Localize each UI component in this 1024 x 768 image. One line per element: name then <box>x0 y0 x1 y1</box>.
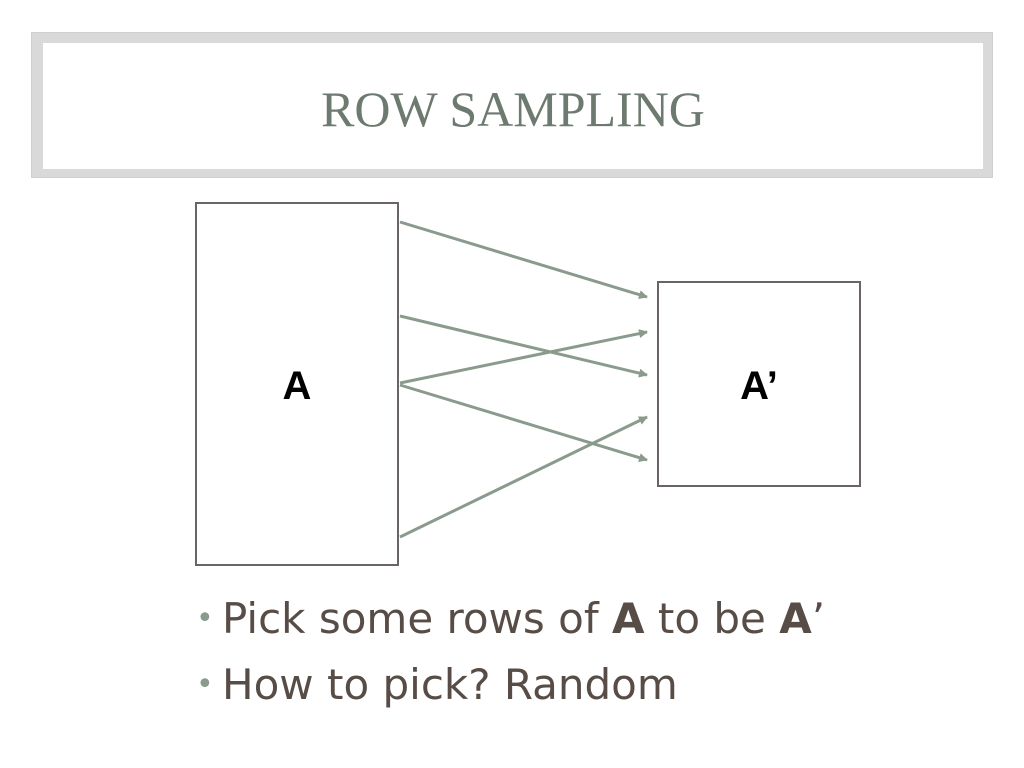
sampling-arrow <box>399 383 648 462</box>
bullet-1-matrix-a: A <box>611 594 645 643</box>
sampling-arrow <box>399 220 648 299</box>
sampling-arrow <box>399 314 648 378</box>
bullet-1-prime-mark: ’ <box>811 594 826 643</box>
slide-title: ROW SAMPLING <box>321 81 705 137</box>
matrix-a-box <box>195 202 399 566</box>
matrix-a-prime-box <box>657 281 861 487</box>
bullet-1-text-mid: to be <box>644 594 780 643</box>
bullet-item-1: • Pick some rows of A to be A’ <box>196 592 956 658</box>
bullet-2-text: How to pick? Random <box>222 660 678 709</box>
sampling-arrow <box>399 329 648 385</box>
bullet-marker: • <box>196 667 214 702</box>
sampling-arrow <box>399 415 648 539</box>
bullet-list: • Pick some rows of A to be A’ • How to … <box>196 592 956 724</box>
matrix-a-label: A <box>283 364 312 408</box>
bullet-marker: • <box>196 601 214 636</box>
title-box: ROW SAMPLING <box>43 43 983 169</box>
bullet-1-text: Pick some rows of <box>222 594 612 643</box>
matrix-a-prime-label: A’ <box>740 364 778 408</box>
bullet-1-matrix-a-prime: A <box>779 594 812 643</box>
title-frame: ROW SAMPLING <box>31 32 993 178</box>
bullet-item-2: • How to pick? Random <box>196 658 956 724</box>
